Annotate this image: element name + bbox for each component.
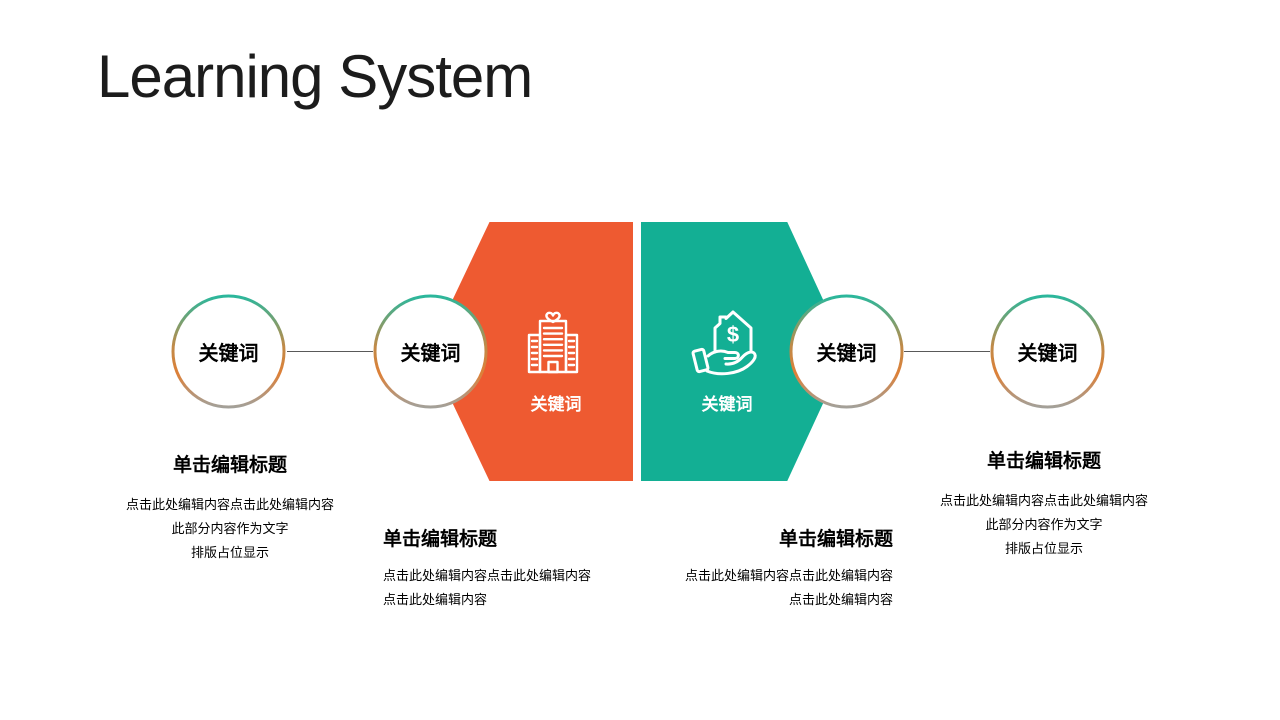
hexagon-keyword-label[interactable]: 关键词 xyxy=(530,395,582,414)
block-body-line[interactable]: 点击此处编辑内容点击此处编辑内容 xyxy=(125,497,334,512)
keyword-circle-label: 关键词 xyxy=(198,343,259,365)
connector-line xyxy=(287,351,373,352)
block-body-line[interactable]: 点击此处编辑内容 xyxy=(788,592,893,607)
page-title[interactable]: Learning System xyxy=(97,43,533,110)
gradient-ring xyxy=(373,294,488,409)
gradient-ring xyxy=(171,294,286,409)
gradient-ring xyxy=(990,294,1105,409)
keyword-circle-3[interactable]: 关键词 xyxy=(789,294,904,409)
text-block-3: 单击编辑标题 点击此处编辑内容点击此处编辑内容 点击此处编辑内容 xyxy=(653,524,893,612)
keyword-circle-label: 关键词 xyxy=(816,343,877,365)
hospital-building-icon xyxy=(527,311,579,374)
gradient-ring xyxy=(789,294,904,409)
text-block-1: 单击编辑标题 点击此处编辑内容点击此处编辑内容 此部分内容作为文字 排版占位显示 xyxy=(110,450,350,565)
dollar-sign-glyph: $ xyxy=(727,322,739,347)
keyword-circle-4[interactable]: 关键词 xyxy=(990,294,1105,409)
block-body-line[interactable]: 此部分内容作为文字 xyxy=(171,521,289,536)
block-body-line[interactable]: 点击此处编辑内容点击此处编辑内容 xyxy=(684,568,893,583)
block-heading[interactable]: 单击编辑标题 xyxy=(778,529,893,550)
keyword-circle-label: 关键词 xyxy=(400,343,461,365)
block-body-line[interactable]: 点击此处编辑内容 xyxy=(383,592,488,607)
hand-holding-house-dollar-icon: $ xyxy=(691,310,757,376)
text-block-2: 单击编辑标题 点击此处编辑内容点击此处编辑内容 点击此处编辑内容 xyxy=(383,524,623,612)
connector-line xyxy=(904,351,990,352)
block-body-line[interactable]: 此部分内容作为文字 xyxy=(985,517,1103,532)
text-block-4: 单击编辑标题 点击此处编辑内容点击此处编辑内容 此部分内容作为文字 排版占位显示 xyxy=(924,446,1164,561)
block-body-line[interactable]: 点击此处编辑内容点击此处编辑内容 xyxy=(939,493,1148,508)
keyword-circle-1[interactable]: 关键词 xyxy=(171,294,286,409)
block-heading[interactable]: 单击编辑标题 xyxy=(986,451,1101,472)
block-heading[interactable]: 单击编辑标题 xyxy=(172,455,287,476)
keyword-circle-label: 关键词 xyxy=(1017,343,1078,365)
block-body-line[interactable]: 排版占位显示 xyxy=(1004,541,1083,556)
block-heading[interactable]: 单击编辑标题 xyxy=(383,529,498,550)
hexagon-keyword-label[interactable]: 关键词 xyxy=(701,395,753,414)
block-body-line[interactable]: 点击此处编辑内容点击此处编辑内容 xyxy=(383,568,592,583)
block-body-line[interactable]: 排版占位显示 xyxy=(190,545,269,560)
keyword-circle-2[interactable]: 关键词 xyxy=(373,294,488,409)
